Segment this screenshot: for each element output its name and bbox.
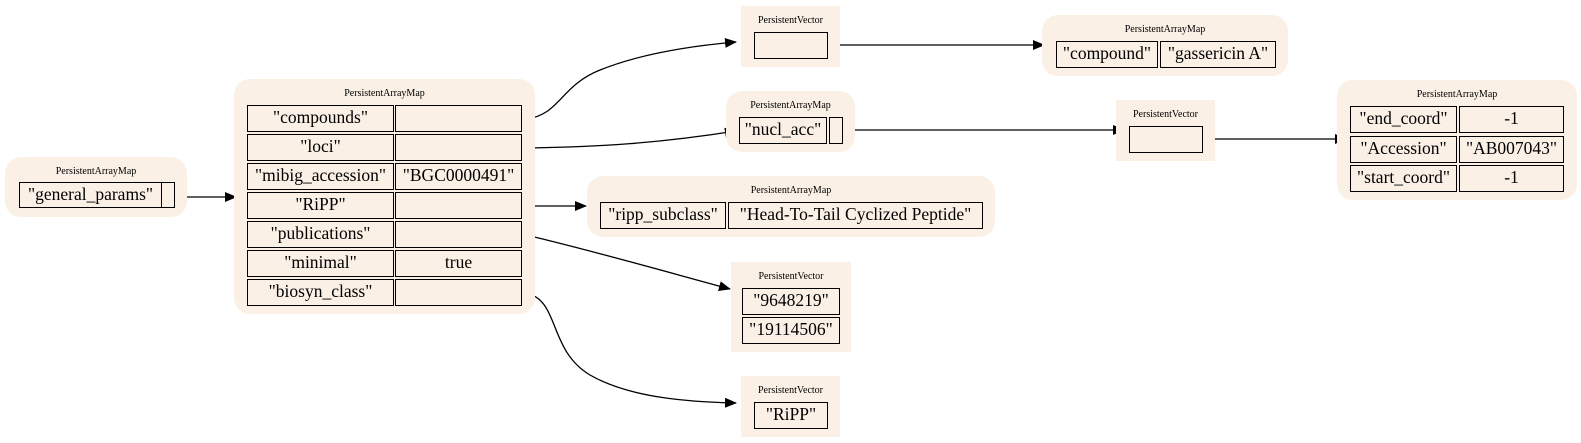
ripp-map-value[interactable]: "Head-To-Tail Cyclized Peptide" xyxy=(728,202,983,229)
accession-map-node: PersistentArrayMap "end_coord" -1 "Acces… xyxy=(1337,80,1577,200)
accession-map-key-start-coord[interactable]: "start_coord" xyxy=(1350,165,1457,192)
main-map-key-publications[interactable]: "publications" xyxy=(247,221,394,248)
accession-map-key-accession[interactable]: "Accession" xyxy=(1350,136,1457,163)
node-title: PersistentArrayMap xyxy=(750,185,832,196)
node-title: PersistentArrayMap xyxy=(55,166,137,177)
edge-publications-to-vector xyxy=(525,234,731,291)
node-title: PersistentVector xyxy=(758,271,824,282)
publications-vector-item[interactable]: "9648219" xyxy=(742,288,840,315)
main-map-key-biosyn-class[interactable]: "biosyn_class" xyxy=(247,279,394,306)
main-map-key-minimal[interactable]: "minimal" xyxy=(247,250,394,277)
main-map-key-ripp[interactable]: "RiPP" xyxy=(247,192,394,219)
node-title: PersistentVector xyxy=(1133,109,1198,120)
main-map-value-ripp[interactable] xyxy=(395,192,522,219)
loci-map-pointer-cell[interactable] xyxy=(829,117,843,144)
compounds-vector-node: PersistentVector xyxy=(741,6,840,67)
node-title: PersistentArrayMap xyxy=(750,100,831,111)
biosyn-class-vector-node: PersistentVector "RiPP" xyxy=(741,376,840,437)
compound-map-value[interactable]: "gassericin A" xyxy=(1160,41,1276,68)
node-title: PersistentVector xyxy=(758,385,823,396)
nucl-acc-vector-slot[interactable] xyxy=(1129,126,1203,153)
main-map-value-loci[interactable] xyxy=(395,134,522,161)
general-params-map-node: PersistentArrayMap "general_params" xyxy=(5,157,187,217)
ripp-map-node: PersistentArrayMap "ripp_subclass" "Head… xyxy=(587,176,995,237)
main-map-key-compounds[interactable]: "compounds" xyxy=(247,105,394,132)
accession-map-key-end-coord[interactable]: "end_coord" xyxy=(1350,106,1457,133)
compound-map-key[interactable]: "compound" xyxy=(1056,41,1158,68)
general-params-pointer-cell[interactable] xyxy=(161,182,175,208)
accession-map-value-end-coord[interactable]: -1 xyxy=(1459,106,1564,133)
edge-compounds-to-vector xyxy=(525,37,737,120)
main-map-value-compounds[interactable] xyxy=(395,105,522,132)
node-title: PersistentArrayMap xyxy=(1416,89,1498,100)
compounds-vector-slot[interactable] xyxy=(754,32,828,59)
nucl-acc-vector-node: PersistentVector xyxy=(1116,100,1215,161)
edge-loci-to-loci-map xyxy=(525,127,737,149)
node-title: PersistentVector xyxy=(758,15,823,26)
main-map-key-loci[interactable]: "loci" xyxy=(247,134,394,161)
biosyn-class-vector-item[interactable]: "RiPP" xyxy=(754,402,828,429)
edge-biosyn-class-to-vector xyxy=(525,292,737,408)
node-title: PersistentArrayMap xyxy=(1124,24,1206,35)
main-map-value-mibig-accession[interactable]: "BGC0000491" xyxy=(395,163,522,190)
main-map-value-biosyn-class[interactable] xyxy=(395,279,522,306)
publications-vector-item[interactable]: "19114506" xyxy=(742,317,840,344)
main-map-node: PersistentArrayMap "compounds" "loci" "m… xyxy=(234,79,535,314)
accession-map-value-start-coord[interactable]: -1 xyxy=(1459,165,1564,192)
main-map-value-minimal[interactable]: true xyxy=(395,250,522,277)
accession-map-value-accession[interactable]: "AB007043" xyxy=(1459,136,1564,163)
compound-map-node: PersistentArrayMap "compound" "gasserici… xyxy=(1042,15,1288,76)
publications-vector-node: PersistentVector "9648219" "19114506" xyxy=(731,262,851,352)
loci-map-key[interactable]: "nucl_acc" xyxy=(739,117,827,144)
general-params-key-cell[interactable]: "general_params" xyxy=(19,182,162,208)
loci-map-node: PersistentArrayMap "nucl_acc" xyxy=(726,91,855,152)
main-map-key-mibig-accession[interactable]: "mibig_accession" xyxy=(247,163,394,190)
node-title: PersistentArrayMap xyxy=(344,88,425,99)
main-map-value-publications[interactable] xyxy=(395,221,522,248)
ripp-map-key[interactable]: "ripp_subclass" xyxy=(600,202,726,229)
